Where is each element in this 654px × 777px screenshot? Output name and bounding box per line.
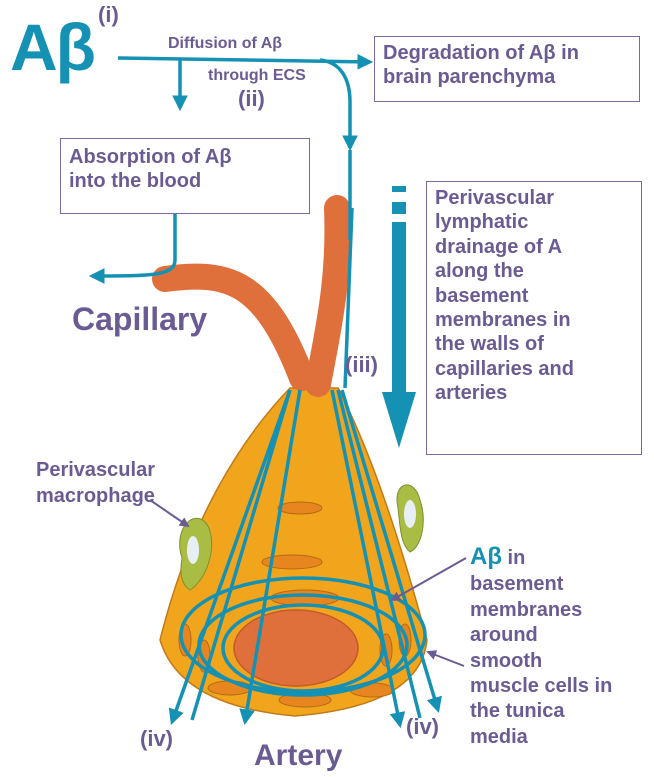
degradation-line1: Degradation of Aβ in xyxy=(383,41,631,65)
abeta-membranes-line: around xyxy=(470,623,612,648)
absorption-line1: Absorption of Aβ xyxy=(69,145,301,169)
perivascular-drainage-line: along the xyxy=(435,259,633,283)
diffusion-label-line1: Diffusion of Aβ xyxy=(168,34,282,53)
macrophage-label-line1: Perivascular xyxy=(36,458,155,482)
marker-ii: (ii) xyxy=(238,86,265,112)
absorption-box: Absorption of Aβ into the blood xyxy=(60,138,310,214)
smooth-muscle-pointer-arrow xyxy=(428,652,464,666)
abeta-small: Aβ xyxy=(470,543,502,570)
diffusion-label-line2: through ECS xyxy=(208,66,306,85)
perivascular-drainage-line: arteries xyxy=(435,381,633,405)
marker-iv-right: (iv) xyxy=(406,714,439,740)
abeta-membranes-line: muscle cells in xyxy=(470,674,612,699)
perivascular-drainage-line: lymphatic xyxy=(435,210,633,234)
perivascular-drainage-line: the walls of xyxy=(435,332,633,356)
perivascular-drainage-line: drainage of A xyxy=(435,235,633,259)
marker-iv-left: (iv) xyxy=(140,726,173,752)
perivascular-drainage-line: Perivascular xyxy=(435,186,633,210)
degradation-box: Degradation of Aβ in brain parenchyma xyxy=(374,36,640,102)
perivascular-macrophage-right xyxy=(397,485,423,552)
abeta-membranes-line: the tunica xyxy=(470,699,612,724)
artery-label: Artery xyxy=(254,738,342,774)
marker-iii: (iii) xyxy=(345,352,378,378)
degradation-line2: brain parenchyma xyxy=(383,65,631,89)
macrophage-label-line2: macrophage xyxy=(36,484,155,508)
perivascular-drainage-line: membranes in xyxy=(435,308,633,332)
abeta-membranes-line: membranes xyxy=(470,598,612,623)
abeta-title: Aβ xyxy=(10,8,94,87)
drainage-direction-arrow xyxy=(382,186,416,448)
macrophage-pointer-arrow xyxy=(150,500,188,526)
capillary-label: Capillary xyxy=(72,300,207,338)
perivascular-drainage-line: capillaries and xyxy=(435,357,633,381)
abeta-membranes-line: smooth xyxy=(470,649,612,674)
marker-i: (i) xyxy=(98,2,119,28)
abeta-membranes-line: basement xyxy=(470,572,612,597)
perivascular-drainage-line: basement xyxy=(435,284,633,308)
capillary-right-branch xyxy=(318,208,337,384)
absorption-line2: into the blood xyxy=(69,169,301,193)
abeta-membranes-first-line: Aβ in xyxy=(470,542,612,572)
abeta-membranes-line: media xyxy=(470,725,612,750)
